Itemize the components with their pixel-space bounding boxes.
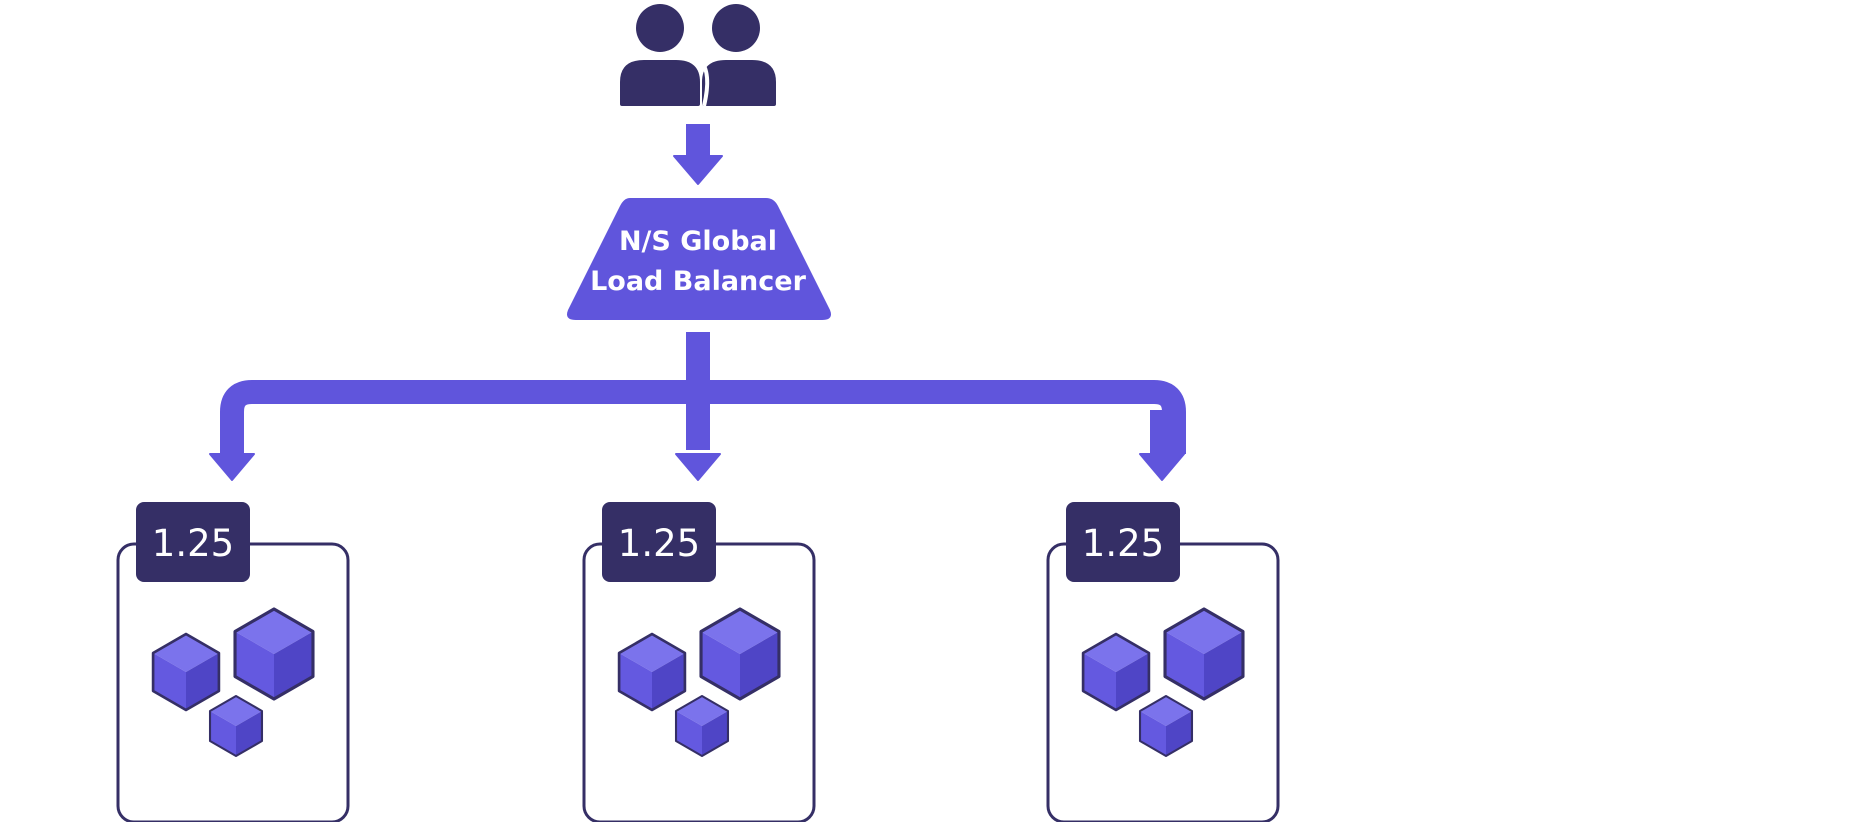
load-balancer: N/S Global Load Balancer	[567, 198, 831, 320]
users-icon	[620, 4, 776, 107]
cluster-3: 1.25	[1046, 502, 1280, 822]
cluster-2-version: 1.25	[618, 522, 700, 565]
cluster-3-version: 1.25	[1082, 522, 1164, 565]
cluster-2-version-badge	[602, 502, 716, 582]
cluster-3-version-badge	[1066, 502, 1180, 582]
load-balancer-label-line1: N/S Global	[619, 226, 777, 257]
cluster-1-version-badge	[136, 502, 250, 582]
arrow-users-to-lb	[673, 124, 723, 185]
distribution-connectors	[209, 332, 1186, 481]
cluster-2: 1.25	[582, 502, 816, 822]
load-balancer-label-line2: Load Balancer	[590, 266, 807, 297]
cluster-1-version: 1.25	[152, 522, 234, 565]
cluster-1: 1.25	[116, 502, 350, 822]
